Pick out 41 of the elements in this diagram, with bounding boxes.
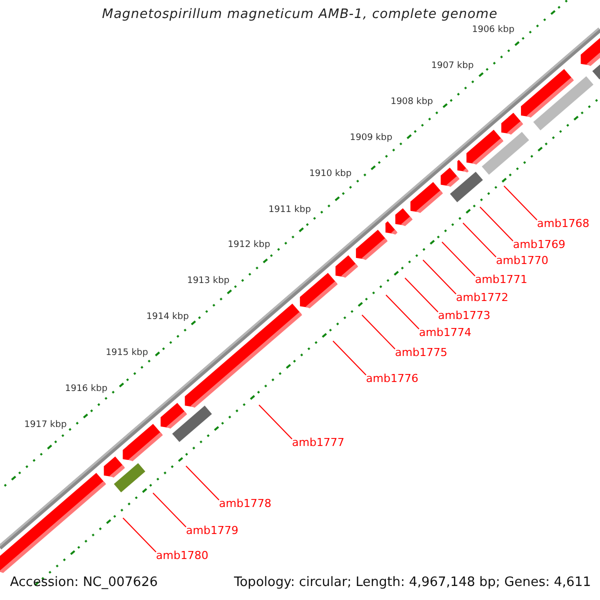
leader-line [332,340,366,376]
gene-label: amb1775 [395,346,448,359]
leader-line [186,466,220,500]
gene-label: amb1773 [438,309,490,322]
scale-label: 1912 kbp [228,239,270,252]
leader-line [362,314,396,350]
scale-label: 1917 kbp [24,418,67,432]
leader-line [258,404,292,440]
footer-text: Topology: circular; Length: 4,967,148 bp; Genes: 4,611 [234,576,592,589]
leader-line [462,222,496,258]
gene-label: amb1768 [537,217,590,230]
footer-text: Accession: NC_007626 [10,576,158,589]
scale-label: 1915 kbp [106,347,148,360]
gene-label: amb1779 [186,524,238,537]
title: Magnetospirillum magneticum AMB-1, complete genome [102,8,498,21]
gene-label: amb1772 [456,291,508,304]
scale-label: 1908 kbp [390,96,433,109]
scale-label: 1914 kbp [146,311,189,324]
leader-line [442,242,476,276]
gene-label: amb1777 [292,436,344,449]
leader-line [480,206,514,242]
gene-label: amb1774 [419,326,472,339]
scale-label: 1913 kbp [187,275,230,288]
leader-line [386,294,420,330]
gene-label: amb1769 [513,238,566,251]
gene-label: amb1770 [496,254,548,267]
gene-label: amb1778 [219,497,272,510]
gene-label: amb1776 [366,372,418,385]
leader-line [152,492,186,528]
scale-label: 1906 kbp [472,24,514,37]
scale-label: 1916 kbp [65,383,108,396]
leader-line [504,186,538,220]
leader-line [422,260,456,294]
scale-label: 1910 kbp [309,168,352,181]
leader-line [404,278,438,312]
scale-label: 1909 kbp [350,132,392,145]
scale-label: 1911 kbp [268,204,311,216]
leader-line [122,518,156,552]
gene-label: amb1771 [475,273,528,286]
scale-label: 1907 kbp [431,60,474,73]
gene-label: amb1780 [156,549,208,562]
